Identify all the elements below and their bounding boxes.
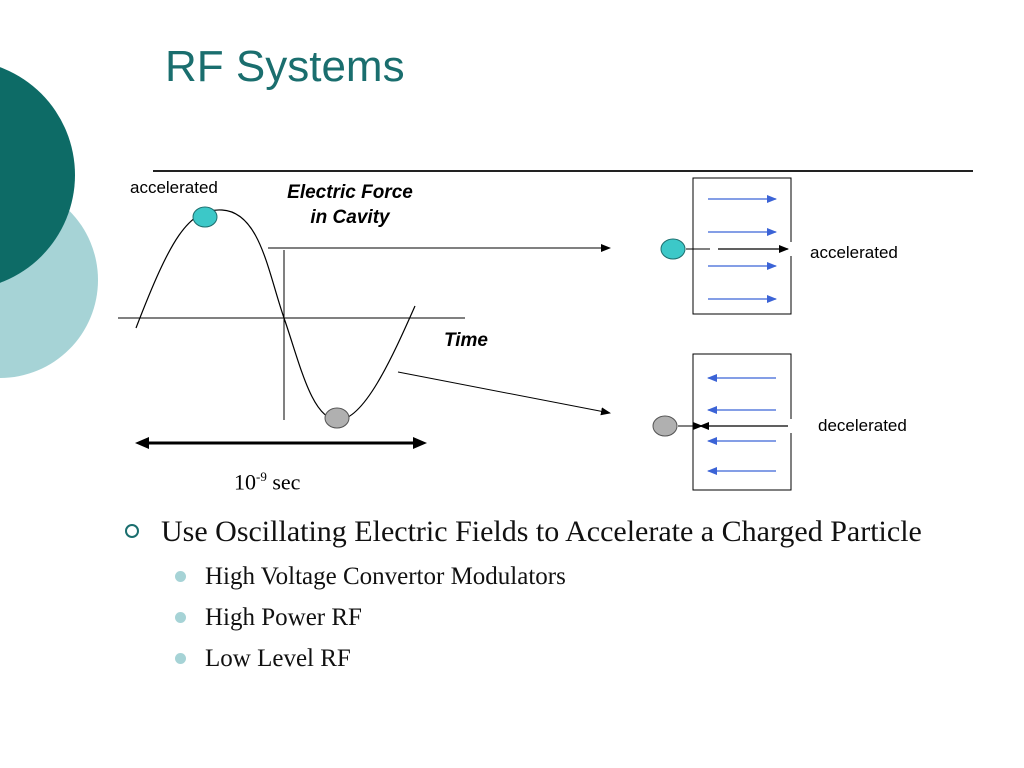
- hollow-circle-bullet-icon: [125, 524, 139, 538]
- time-axis-label: Time: [444, 330, 489, 351]
- cavity-particle-decelerated: [652, 415, 678, 437]
- rf-diagram: [118, 177, 792, 491]
- cavity-particle-accelerated: [660, 238, 686, 260]
- cavity-bottom: [692, 353, 792, 491]
- bullet-list: Use Oscillating Electric Fields to Accel…: [125, 512, 985, 679]
- decorative-circles: [0, 67, 98, 378]
- slide-title: RF Systems: [165, 42, 405, 91]
- electric-force-line2: in Cavity: [310, 206, 390, 228]
- sub-bullet: High Power RF: [125, 597, 985, 638]
- electric-force-label: Electric Force in Cavity: [270, 182, 430, 229]
- pointer-arrow-bottom: [397, 371, 611, 416]
- wave-accelerated-label: accelerated: [130, 178, 218, 197]
- sub-bullet: Low Level RF: [125, 638, 985, 679]
- period-label: 10-9 sec: [234, 469, 301, 495]
- sub-bullet-text: Low Level RF: [205, 645, 351, 672]
- sine-wave: [135, 209, 416, 421]
- period-unit: sec: [266, 469, 301, 495]
- period-exponent: -9: [256, 469, 267, 484]
- decelerated-particle: [324, 407, 350, 429]
- sub-bullet-text: High Power RF: [205, 604, 362, 631]
- sub-bullet-text: High Voltage Convertor Modulators: [205, 563, 566, 590]
- bullet-main: Use Oscillating Electric Fields to Accel…: [125, 512, 985, 552]
- cavity-decelerated-label: decelerated: [818, 416, 907, 435]
- accelerated-particle: [192, 206, 218, 228]
- dot-bullet-icon: [175, 612, 186, 623]
- dot-bullet-icon: [175, 653, 186, 664]
- period-base: 10: [234, 469, 256, 495]
- dot-bullet-icon: [175, 571, 186, 582]
- sub-bullet: High Voltage Convertor Modulators: [125, 556, 985, 597]
- cavity-accelerated-label: accelerated: [810, 243, 898, 262]
- electric-force-line1: Electric Force: [287, 182, 413, 203]
- bullet-main-text: Use Oscillating Electric Fields to Accel…: [161, 515, 922, 548]
- title-divider: [153, 170, 973, 172]
- dark-teal-circle: [0, 67, 75, 283]
